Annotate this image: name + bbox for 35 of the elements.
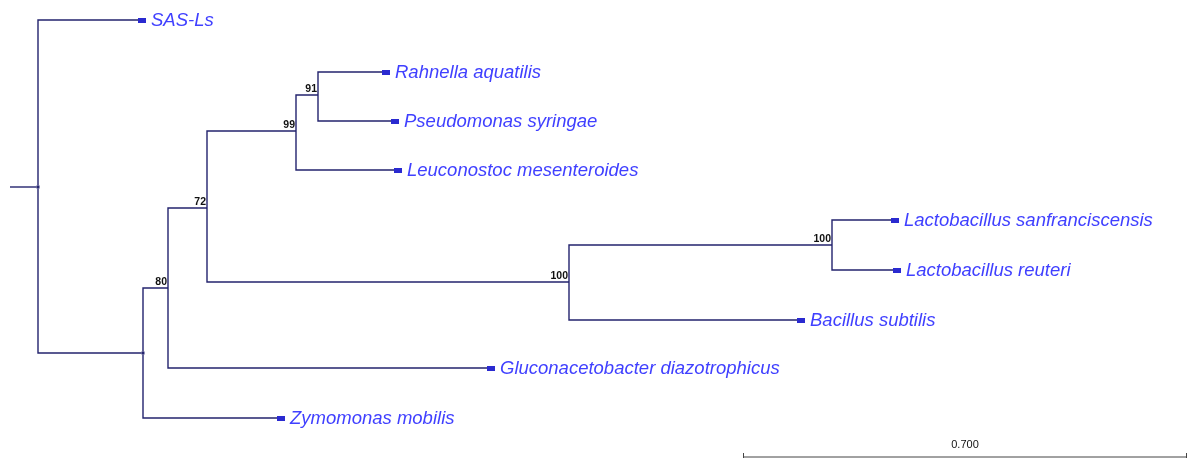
bootstrap-value: 100 bbox=[813, 233, 832, 245]
bootstrap-value: 72 bbox=[194, 196, 207, 208]
tree-branch bbox=[206, 130, 297, 209]
species-label: Zymomonas mobilis bbox=[290, 407, 455, 429]
tree-branch bbox=[831, 219, 892, 246]
bootstrap-value: 99 bbox=[283, 119, 296, 131]
species-label: Bacillus subtilis bbox=[810, 309, 936, 331]
tree-branch bbox=[37, 187, 143, 354]
bootstrap-value: 100 bbox=[550, 270, 569, 282]
tree-branch bbox=[142, 287, 169, 353]
species-label: Gluconacetobacter diazotrophicus bbox=[500, 357, 780, 379]
species-label: Rahnella aquatilis bbox=[395, 61, 542, 83]
tree-branch bbox=[9, 186, 38, 188]
tree-branch bbox=[167, 207, 208, 289]
tree-branch bbox=[142, 353, 278, 419]
species-label: SAS-Ls bbox=[151, 9, 214, 31]
tree-branch bbox=[568, 244, 833, 283]
branch-point bbox=[36, 185, 40, 189]
scale-value: 0.700 bbox=[951, 438, 979, 450]
species-label: Lactobacillus reuteri bbox=[906, 259, 1071, 281]
species-label: Lactobacillus sanfranciscensis bbox=[904, 209, 1153, 231]
species-label: Leuconostoc mesenteroides bbox=[407, 159, 639, 181]
tree-branch bbox=[317, 94, 392, 122]
species-label: Pseudomonas syringae bbox=[404, 110, 598, 132]
branch-point bbox=[141, 351, 145, 355]
tree-branch bbox=[206, 207, 570, 283]
tree-branch bbox=[831, 244, 894, 271]
bootstrap-value: 80 bbox=[155, 276, 168, 288]
tree-branch bbox=[295, 94, 319, 132]
tree-branch bbox=[37, 19, 139, 187]
tree-branch bbox=[568, 281, 798, 321]
tree-branch bbox=[295, 130, 395, 171]
tree-branch bbox=[167, 287, 488, 369]
bootstrap-value: 91 bbox=[305, 83, 318, 95]
tree-branch bbox=[317, 71, 383, 96]
